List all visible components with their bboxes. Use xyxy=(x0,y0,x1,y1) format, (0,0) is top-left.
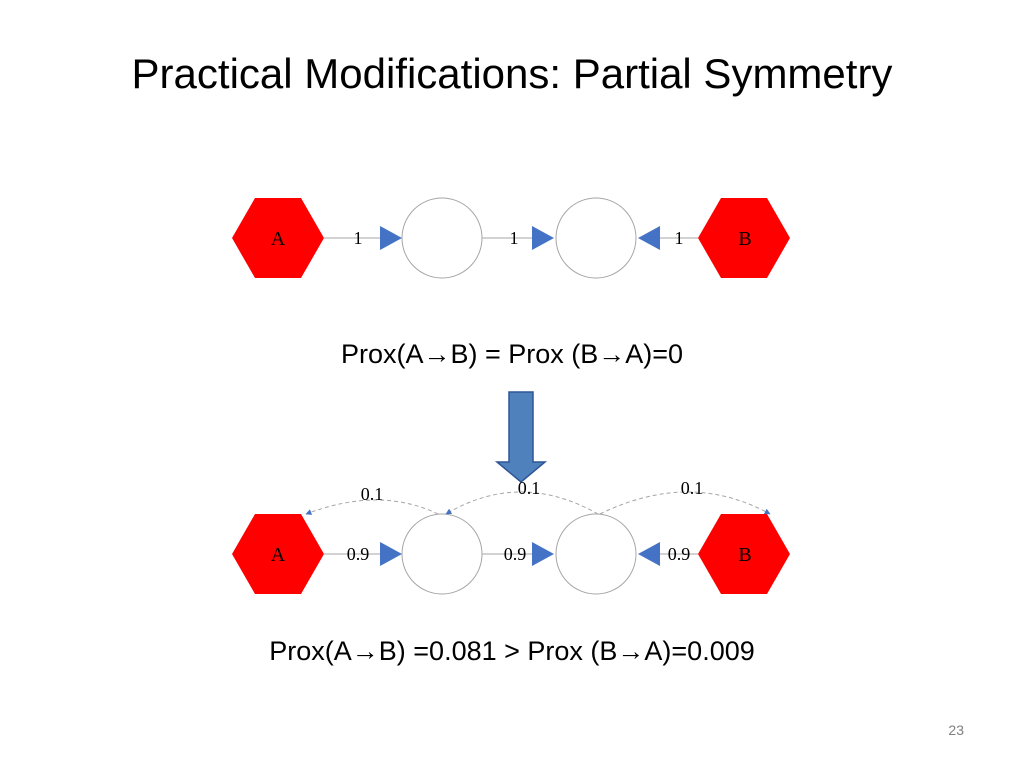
middle-node-1 xyxy=(401,513,483,595)
arrow-icon: → xyxy=(351,636,379,666)
middle-node-2 xyxy=(555,513,637,595)
edge-c1-c2-label: 1 xyxy=(510,228,519,248)
edge-b-c2-label: 1 xyxy=(675,228,684,248)
back-edge-c2-to-c1-label: 0.1 xyxy=(518,478,541,498)
arrow-icon: → xyxy=(617,636,645,666)
edge-c1-c2-label: 0.9 xyxy=(504,544,527,564)
node-a-hexagon xyxy=(232,198,324,278)
slide-title: Practical Modifications: Partial Symmetr… xyxy=(131,50,893,97)
arrow-icon: → xyxy=(423,339,451,369)
arrow-icon: → xyxy=(598,339,626,369)
node-a-label: A xyxy=(271,544,286,566)
diagram-top: A B 1 1 1 xyxy=(232,197,790,279)
big-down-arrow xyxy=(494,391,548,483)
back-edge-c2-to-c1 xyxy=(445,491,599,515)
edge-a-c1-arrowhead xyxy=(380,542,402,566)
back-edge-c2-to-b xyxy=(599,491,771,515)
edge-b-c2-label: 0.9 xyxy=(668,544,691,564)
equation-top-right: A)=0 xyxy=(625,339,684,369)
edge-b-c2-arrowhead xyxy=(638,542,660,566)
equation-top-left: Prox(A xyxy=(340,339,424,369)
edge-c1-c2-arrowhead xyxy=(532,226,554,250)
node-b-label: B xyxy=(738,228,751,250)
page-number: 23 xyxy=(948,722,964,738)
edge-a-c1-label: 1 xyxy=(354,228,363,248)
back-edge-c1-to-a-label: 0.1 xyxy=(361,484,384,504)
equation-bottom-middle: B) =0.081 > Prox (B xyxy=(378,636,618,666)
middle-node-2 xyxy=(555,197,637,279)
back-edge-c2-to-b-label: 0.1 xyxy=(681,478,704,498)
edge-a-c1-label: 0.9 xyxy=(347,544,370,564)
node-b-label: B xyxy=(738,544,751,566)
back-edge-c1-to-a xyxy=(305,499,439,515)
equation-top: Prox(A→B) = Prox (B→A)=0 xyxy=(0,336,1024,372)
node-b-hexagon xyxy=(698,514,790,594)
middle-node-1 xyxy=(401,197,483,279)
node-b-hexagon xyxy=(698,198,790,278)
diagram-bottom: A B 0.9 0.9 0.9 0.1 0.1 0.1 xyxy=(232,478,790,595)
node-a-label: A xyxy=(271,228,286,250)
equation-bottom-right: A)=0.009 xyxy=(644,636,755,666)
equation-bottom-left: Prox(A xyxy=(269,636,352,666)
edge-b-c2-arrowhead xyxy=(638,226,660,250)
equation-bottom: Prox(A→B) =0.081 > Prox (B→A)=0.009 xyxy=(0,633,1024,669)
edge-c1-c2-arrowhead xyxy=(532,542,554,566)
equation-top-middle: B) = Prox (B xyxy=(450,339,599,369)
edge-a-c1-arrowhead xyxy=(380,226,402,250)
node-a-hexagon xyxy=(232,514,324,594)
